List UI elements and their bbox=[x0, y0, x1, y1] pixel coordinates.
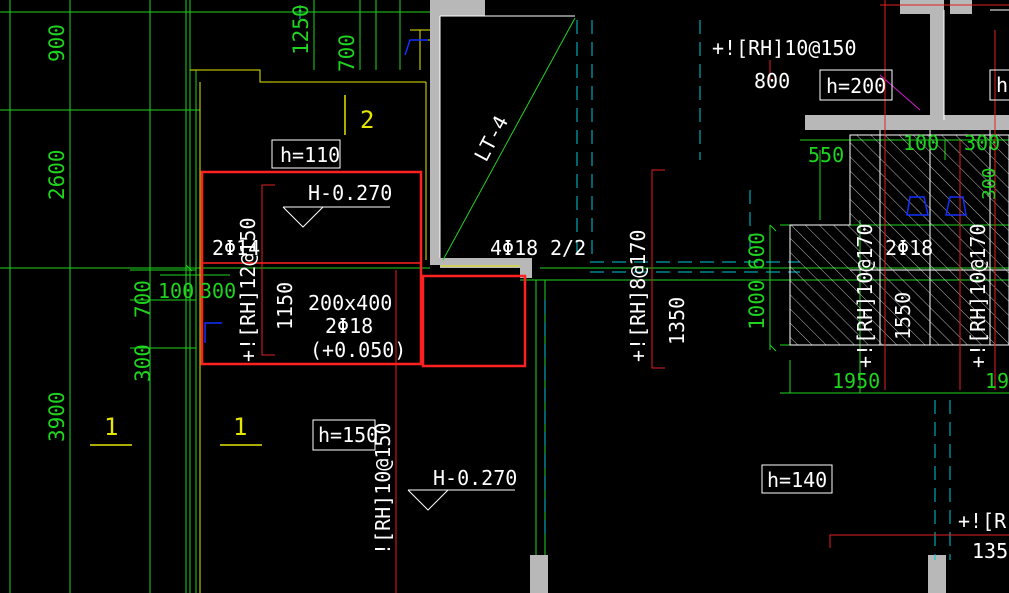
highlight-box-beam[interactable] bbox=[200, 170, 423, 366]
rebar-rh10-150-top: +![RH]10@150 bbox=[712, 36, 857, 60]
dim-100: 100 bbox=[158, 279, 194, 303]
bars-2d18-right: 2Φ18 bbox=[885, 236, 933, 260]
blue-markers bbox=[204, 39, 967, 343]
dim-300-left: 300 bbox=[131, 344, 155, 382]
bars-4d18: 4Φ18 bbox=[490, 236, 538, 260]
elevation-marker-top bbox=[282, 206, 390, 228]
dim-1000: 1000 bbox=[745, 279, 769, 330]
value-1350: 1350 bbox=[665, 297, 689, 345]
dim-100-right: 100 bbox=[903, 131, 939, 155]
elevation-top: H-0.270 bbox=[308, 181, 392, 205]
dim-1950: 1950 bbox=[832, 369, 880, 393]
cyan-dashed-lines bbox=[299, 5, 951, 560]
section-label-2: 2 bbox=[360, 106, 374, 134]
rebar-rh12-150: +![RH]12@150 bbox=[236, 218, 260, 363]
dim-700-left: 700 bbox=[131, 280, 155, 318]
value-1150: 1150 bbox=[273, 282, 297, 330]
section-markers bbox=[90, 95, 346, 446]
dimension-ticks bbox=[149, 224, 777, 352]
slab-h-partial: h bbox=[996, 73, 1008, 97]
rebar-rh10-170-b: +![RH]10@170 bbox=[966, 224, 990, 369]
bars-2d14: 2Φ14 bbox=[212, 236, 260, 260]
dim-600: 600 bbox=[745, 232, 769, 270]
slab-h140: h=140 bbox=[767, 468, 827, 492]
rebar-rh-br: +![R bbox=[958, 509, 1007, 533]
dim-700-top: 700 bbox=[335, 34, 359, 72]
yellow-outlines bbox=[190, 29, 520, 593]
slab-thickness-boxes bbox=[271, 69, 1009, 494]
wall-edge-lines bbox=[439, 9, 1009, 258]
lt4-stair-diagonal bbox=[442, 17, 576, 261]
beam-elevation: (+0.050) bbox=[310, 338, 406, 362]
rebar-rh10-170-a: +![RH]10@170 bbox=[853, 224, 877, 369]
value-800: 800 bbox=[754, 69, 790, 93]
slab-h200: h=200 bbox=[826, 74, 886, 98]
dim-300-mid: 300 bbox=[200, 279, 236, 303]
dim-300-right: 300 bbox=[964, 131, 1000, 155]
rebar-rh8-170: +![RH]8@170 bbox=[626, 230, 650, 362]
bars-2d2: 2/2 bbox=[550, 236, 586, 260]
slab-h150: h=150 bbox=[318, 423, 378, 447]
rebar-rh10-150-mid: ![RH]10@150 bbox=[371, 423, 395, 555]
elevation-marker-bottom bbox=[407, 489, 515, 511]
dim-1250: 1250 bbox=[289, 4, 313, 55]
dim-900: 900 bbox=[45, 24, 69, 62]
beam-bars: 2Φ18 bbox=[325, 314, 373, 338]
slab-h110: h=110 bbox=[280, 143, 340, 167]
elevation-bottom: H-0.270 bbox=[433, 466, 517, 490]
slab-frame-lines bbox=[849, 130, 1009, 345]
section-label-1-left: 1 bbox=[104, 413, 118, 441]
section-label-1-mid: 1 bbox=[233, 413, 247, 441]
value-1550: 1550 bbox=[891, 292, 915, 340]
beam-size: 200x400 bbox=[308, 291, 392, 315]
highlight-box-adjacent[interactable] bbox=[421, 274, 527, 368]
magenta-line bbox=[879, 74, 921, 111]
dim-2600: 2600 bbox=[45, 149, 69, 200]
dim-300-vert: 300 bbox=[979, 167, 1000, 200]
red-rebar-lines bbox=[261, 0, 1009, 593]
dim-550: 550 bbox=[808, 143, 844, 167]
dim-3900: 3900 bbox=[45, 391, 69, 442]
structural-walls bbox=[430, 0, 1009, 593]
dim-19-partial: 19 bbox=[985, 369, 1009, 393]
value-1350-br: 1350 bbox=[972, 539, 1009, 563]
